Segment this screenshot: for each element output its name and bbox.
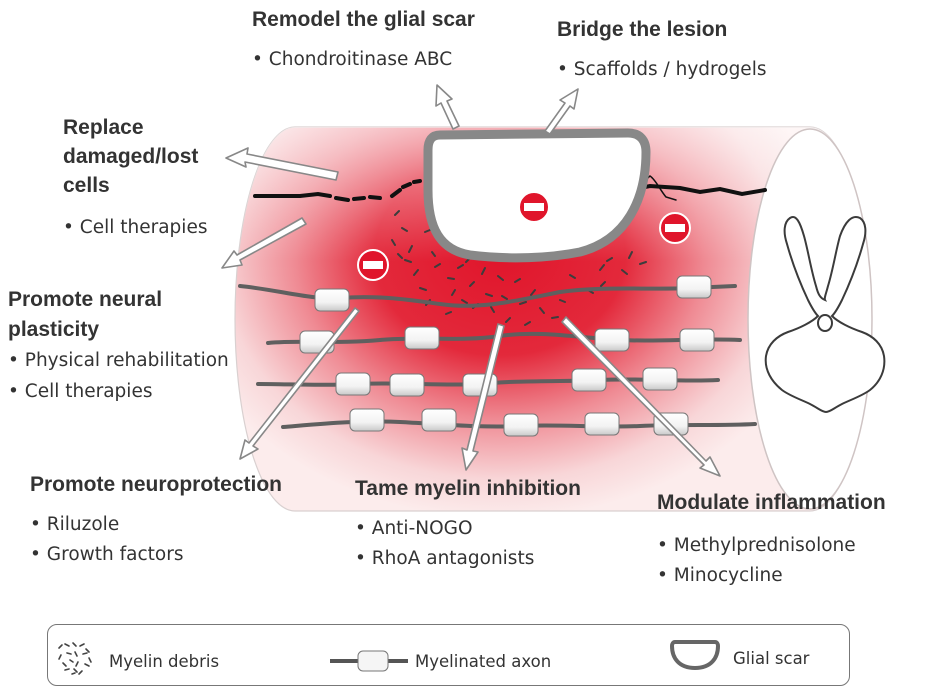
myelin-item: RhoA antagonists (355, 550, 534, 569)
bridge-item: Scaffolds / hydrogels (557, 61, 766, 80)
inhibition-sign-icon (519, 192, 549, 222)
glial-scar-label: Glial scar (733, 649, 809, 668)
neuroprotection-item: Growth factors (30, 546, 183, 565)
remodel-heading: Remodel the glial scar (252, 8, 475, 33)
inflammation-item: Minocycline (657, 567, 783, 586)
myelinated-axon-legend-icon (328, 648, 410, 674)
replace-heading-line: cells (63, 174, 110, 199)
inhibition-sign-icon (358, 250, 388, 280)
neuroprotection-heading: Promote neuroprotection (30, 473, 282, 498)
myelin-debris-legend-icon (55, 640, 97, 676)
inflammation-heading: Modulate inflammation (657, 491, 886, 516)
myelin-debris-label: Myelin debris (109, 652, 219, 671)
replace-heading-line: damaged/lost (63, 145, 198, 170)
inhibition-sign-icon (660, 213, 690, 243)
plasticity-heading-line: Promote neural (8, 288, 162, 313)
myelin-heading: Tame myelin inhibition (355, 477, 581, 502)
plasticity-item: Physical rehabilitation (8, 352, 229, 371)
replace-item: Cell therapies (63, 219, 207, 238)
neuroprotection-item: Riluzole (30, 516, 119, 535)
plasticity-heading-line: plasticity (8, 318, 99, 343)
myelin-item: Anti-NOGO (355, 520, 473, 539)
bridge-heading: Bridge the lesion (557, 18, 727, 43)
remodel-item: Chondroitinase ABC (252, 51, 452, 70)
replace-heading-line: Replace (63, 116, 144, 141)
inflammation-item: Methylprednisolone (657, 537, 856, 556)
glial-scar-legend-icon (669, 638, 721, 672)
plasticity-item: Cell therapies (8, 383, 152, 402)
myelinated-axon-label: Myelinated axon (415, 652, 551, 671)
